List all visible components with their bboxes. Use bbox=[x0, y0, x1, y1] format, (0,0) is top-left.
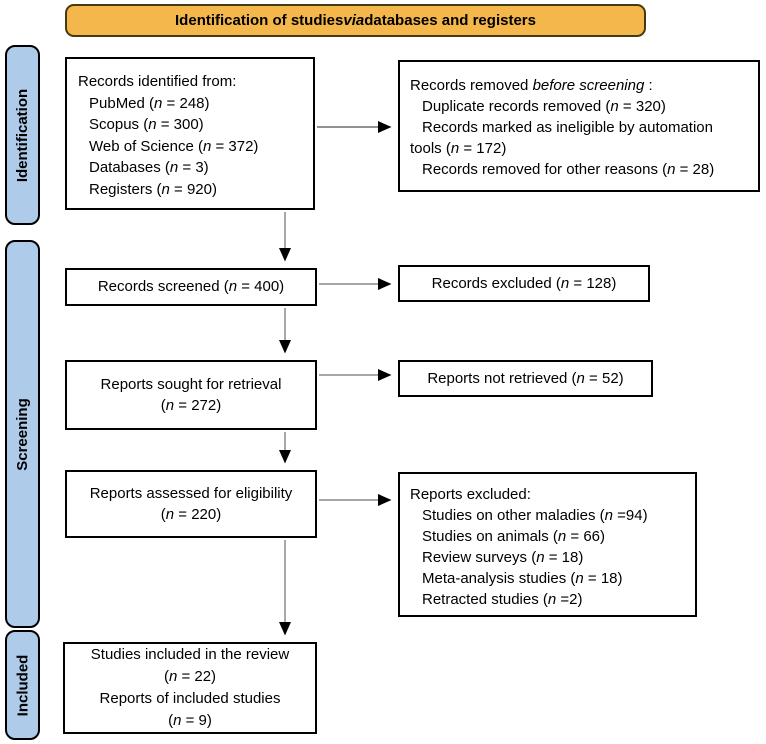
box-line: (n = 220) bbox=[160, 506, 222, 523]
box-line: Retracted studies (n =2) bbox=[422, 591, 583, 608]
box-line: Reports of included studies bbox=[99, 690, 281, 707]
box-line: (n = 272) bbox=[160, 397, 222, 414]
box-line: Studies included in the review bbox=[90, 646, 290, 663]
box-line: Databases (n = 3) bbox=[89, 159, 209, 176]
box-studies-included: Studies included in the review (n = 22) … bbox=[63, 642, 317, 734]
box-line: Records excluded (n = 128) bbox=[431, 274, 617, 292]
stage-label: Included bbox=[14, 654, 32, 716]
box-line: Studies on other maladies (n =94) bbox=[422, 507, 648, 524]
box-records-removed-before-screening: Records removed before screening : Dupli… bbox=[398, 60, 760, 192]
title-banner: Identification of studies via databases … bbox=[65, 4, 646, 37]
box-line: PubMed (n = 248) bbox=[89, 94, 210, 112]
box-records-identified: Records identified from: PubMed (n = 248… bbox=[65, 57, 315, 210]
stage-label: Screening bbox=[14, 397, 31, 471]
box-line: Reports assessed for eligibility bbox=[89, 484, 293, 502]
box-line: Web of Science (n = 372) bbox=[89, 137, 259, 155]
stage-screening: Screening bbox=[5, 240, 40, 628]
box-records-excluded: Records excluded (n = 128) bbox=[398, 265, 650, 302]
stage-label: Identification bbox=[14, 88, 31, 182]
box-line: (n = 9) bbox=[168, 712, 212, 729]
box-line: Records marked as ineligible by automati… bbox=[410, 119, 713, 157]
box-line: (n = 22) bbox=[163, 668, 217, 685]
box-reports-excluded: Reports excluded: Studies on other malad… bbox=[398, 472, 697, 617]
box-records-screened: Records screened (n = 400) bbox=[65, 268, 317, 306]
box-line: Reports not retrieved (n = 52) bbox=[427, 369, 624, 387]
stage-included: Included bbox=[5, 630, 40, 740]
box-line: Records screened (n = 400) bbox=[97, 278, 285, 296]
box-line: Records identified from: bbox=[78, 73, 237, 90]
box-line: Records removed before screening : bbox=[410, 77, 653, 94]
box-line: Registers (n = 920) bbox=[89, 180, 217, 198]
box-line: Review surveys (n = 18) bbox=[422, 549, 584, 566]
box-line: Reports sought for retrieval bbox=[100, 375, 282, 393]
box-line: Scopus (n = 300) bbox=[89, 116, 204, 133]
box-line: Records removed for other reasons (n = 2… bbox=[422, 161, 715, 178]
box-line: Studies on animals (n = 66) bbox=[422, 528, 606, 545]
box-reports-assessed: Reports assessed for eligibility (n = 22… bbox=[65, 470, 317, 538]
stage-identification: Identification bbox=[5, 45, 40, 225]
box-reports-sought: Reports sought for retrieval (n = 272) bbox=[65, 360, 317, 430]
box-line: Meta-analysis studies (n = 18) bbox=[422, 570, 623, 587]
box-reports-not-retrieved: Reports not retrieved (n = 52) bbox=[398, 360, 653, 397]
box-line: Reports excluded: bbox=[410, 486, 531, 503]
box-line: Duplicate records removed (n = 320) bbox=[422, 98, 666, 115]
